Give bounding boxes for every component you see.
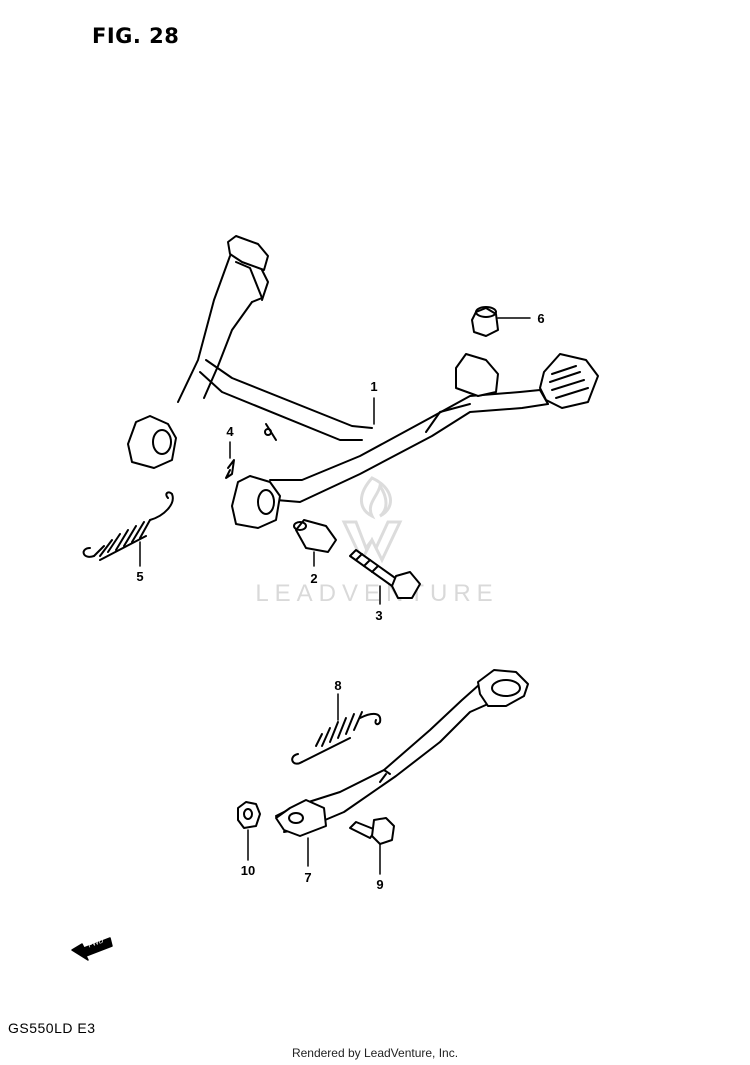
callout-6: 6 [537, 311, 545, 326]
callout-7: 7 [304, 870, 312, 885]
leadventure-flame-icon [341, 476, 403, 564]
stand-spring-part [82, 491, 174, 561]
footer-credit: Rendered by LeadVenture, Inc. [291, 1046, 459, 1060]
callout-5: 5 [136, 569, 144, 584]
callout-9: 9 [376, 877, 384, 892]
side-stand-part [275, 669, 529, 837]
pivot-bolt-part [349, 549, 421, 599]
callout-10: 10 [240, 863, 256, 878]
callout-4: 4 [226, 424, 234, 439]
figure-title: FIG. 28 [92, 24, 180, 48]
model-code: GS550LD E3 [8, 1020, 96, 1036]
cotter-pin-part [225, 459, 235, 479]
callout-8: 8 [334, 678, 342, 693]
rubber-stopper-part [471, 306, 499, 337]
collar-part [293, 519, 337, 553]
forward-arrow-icon [71, 937, 113, 961]
leader-lines [139, 317, 531, 875]
center-stand-part [127, 235, 599, 529]
side-stand-bolt-part [349, 817, 395, 845]
nut-part [237, 801, 261, 829]
watermark-text: LEADVENTURE [255, 580, 499, 607]
callout-1: 1 [370, 379, 378, 394]
callout-3: 3 [375, 608, 383, 623]
side-stand-spring-part [291, 711, 382, 765]
callout-2: 2 [310, 571, 318, 586]
